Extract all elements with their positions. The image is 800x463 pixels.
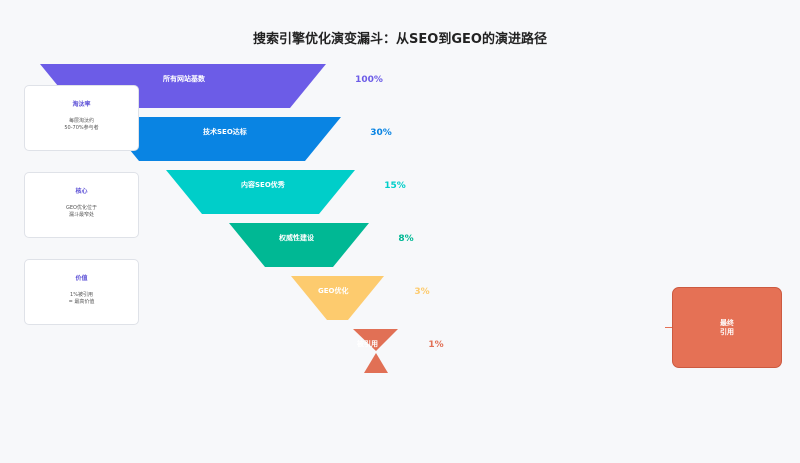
info-card-core: 核心 GEO优化位于 漏斗最窄处: [24, 172, 139, 238]
final-connector: [665, 327, 673, 328]
funnel-stage-5-label: GEO优化: [318, 286, 348, 295]
funnel-stage-1-label: 所有网站基数: [163, 74, 206, 83]
funnel-stage-4-percentage: 8%: [398, 234, 413, 244]
funnel-stage-4: [229, 223, 369, 267]
funnel-stage-3-percentage: 15%: [384, 181, 406, 191]
funnel-stage-6-percentage: 1%: [428, 340, 443, 350]
funnel-stage-3: [166, 170, 355, 214]
diagram-title: 搜索引擎优化演变漏斗：从SEO到GEO的演进路径: [253, 32, 547, 47]
card-body: 每层淘汰约 50-70%参与者: [64, 118, 99, 131]
card-body: GEO优化位于 漏斗最窄处: [66, 205, 97, 218]
funnel-stage-2: [103, 117, 341, 161]
funnel-stage-6-label: 被引用: [357, 339, 378, 348]
card-title: 核心: [75, 188, 88, 195]
funnel-stage-2-label: 技术SEO达标: [203, 127, 247, 136]
final-citation-box: 最终 引用: [672, 287, 782, 368]
card-title: 价值: [75, 275, 88, 282]
funnel-stage-3-label: 内容SEO优秀: [241, 180, 285, 189]
funnel-stage-4-label: 权威性建设: [278, 233, 315, 242]
card-body: 1%被引用 = 最高价值: [68, 292, 95, 305]
funnel-stage-6-bottom: [364, 353, 388, 373]
info-card-value: 价值 1%被引用 = 最高价值: [24, 259, 139, 325]
funnel-stage-5: [291, 276, 384, 320]
info-card-elimination: 淘汰率 每层淘汰约 50-70%参与者: [24, 85, 139, 151]
card-title: 淘汰率: [72, 101, 91, 108]
funnel-stage-6-top: [353, 329, 398, 351]
funnel-stage-1-percentage: 100%: [355, 75, 383, 85]
funnel-stage-2-percentage: 30%: [370, 128, 392, 138]
funnel-stage-5-percentage: 3%: [414, 287, 429, 297]
